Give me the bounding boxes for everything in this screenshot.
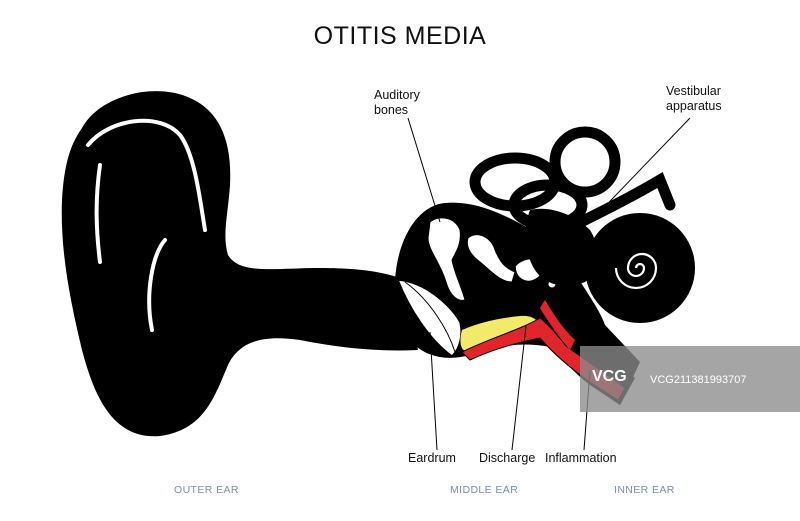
label-auditory-bones: Auditory bones bbox=[374, 88, 420, 118]
leader-vestibular bbox=[589, 117, 691, 223]
label-discharge: Discharge bbox=[479, 451, 536, 465]
region-inner-ear: INNER EAR bbox=[614, 484, 675, 496]
discharge-fluid bbox=[460, 315, 539, 351]
label-vestibular-line2: apparatus bbox=[666, 99, 722, 113]
label-auditory-bones-line2: bones bbox=[374, 103, 409, 117]
label-inflammation: Inflammation bbox=[545, 451, 617, 465]
malleus-bone bbox=[427, 217, 466, 301]
leader-discharge bbox=[511, 325, 527, 451]
region-middle-ear: MIDDLE EAR bbox=[450, 484, 519, 496]
incus-bone bbox=[466, 234, 516, 283]
helix-ridge bbox=[86, 118, 207, 232]
region-outer-ear: OUTER EAR bbox=[174, 484, 239, 496]
label-eardrum: Eardrum bbox=[408, 451, 456, 465]
label-vestibular-apparatus: Vestibular apparatus bbox=[666, 84, 722, 114]
leader-eardrum bbox=[429, 331, 438, 451]
cochlea-spiral bbox=[614, 252, 658, 290]
watermark-text: VCG211381993707 bbox=[650, 374, 747, 386]
eardrum-membrane bbox=[396, 279, 462, 357]
outer-ear-auricle bbox=[61, 91, 418, 437]
leader-auditory-bones bbox=[407, 117, 441, 223]
label-auditory-bones-line1: Auditory bbox=[374, 88, 420, 102]
diagram-title: OTITIS MEDIA bbox=[313, 22, 487, 50]
watermark-band bbox=[580, 346, 800, 412]
antihelix-ridge bbox=[94, 163, 102, 264]
label-vestibular-line1: Vestibular bbox=[666, 84, 721, 98]
semicircular-canal-2 bbox=[549, 126, 621, 198]
cochlea bbox=[585, 213, 695, 323]
inflammation-upper bbox=[540, 300, 575, 350]
vestibular-branch bbox=[569, 171, 676, 231]
concha-ridge bbox=[147, 238, 167, 332]
eardrum-line bbox=[404, 281, 456, 353]
watermark-logo: VCG bbox=[592, 368, 627, 385]
